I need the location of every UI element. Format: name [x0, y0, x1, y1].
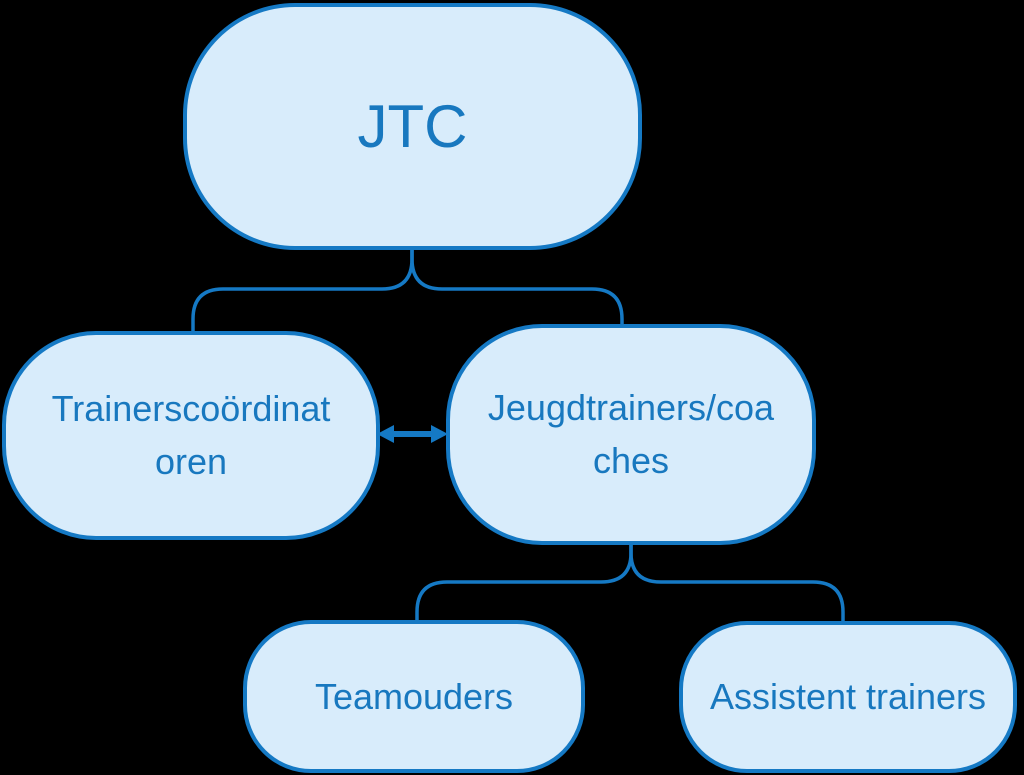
arrowhead-left: [377, 425, 394, 443]
node-teamouders-label-line: Teamouders: [314, 675, 514, 717]
node-jtc-label-line: JTC: [357, 93, 468, 160]
bidirectional-arrow: [377, 425, 448, 443]
node-assistent-trainers: Assistent trainers: [679, 621, 1017, 773]
node-jtc-label: JTC: [358, 92, 468, 161]
node-trainerscoordinatoren: Trainerscoördinat oren: [2, 331, 380, 540]
node-jtc: JTC: [183, 3, 642, 250]
node-teamouders: Teamouders: [243, 620, 585, 773]
node-trainerscoordinatoren-label-line1: Trainerscoördinat: [51, 388, 331, 430]
connector-jeugdtrainers-assistent-trainers: [629, 545, 845, 623]
arrowhead-right: [431, 425, 448, 443]
node-trainerscoordinatoren-label-line2: oren: [154, 440, 228, 482]
connector-jeugdtrainers-teamouders: [415, 545, 633, 622]
node-teamouders-label: Teamouders: [315, 676, 513, 718]
node-trainerscoordinatoren-label: Trainerscoördinat oren: [52, 383, 331, 487]
node-jeugdtrainers-coaches-label-line2: ches: [592, 439, 670, 481]
node-assistent-trainers-label-line: Assistent trainers: [709, 676, 987, 717]
node-jeugdtrainers-coaches-label: Jeugdtrainers/coa ches: [488, 382, 774, 486]
connector-jtc-jeugdtrainers: [410, 250, 624, 327]
node-assistent-trainers-label: Assistent trainers: [710, 676, 986, 718]
node-jeugdtrainers-coaches-label-line1: Jeugdtrainers/coa: [487, 387, 775, 429]
connector-jtc-trainerscoordinatoren: [191, 250, 414, 333]
node-jeugdtrainers-coaches: Jeugdtrainers/coa ches: [446, 324, 816, 545]
